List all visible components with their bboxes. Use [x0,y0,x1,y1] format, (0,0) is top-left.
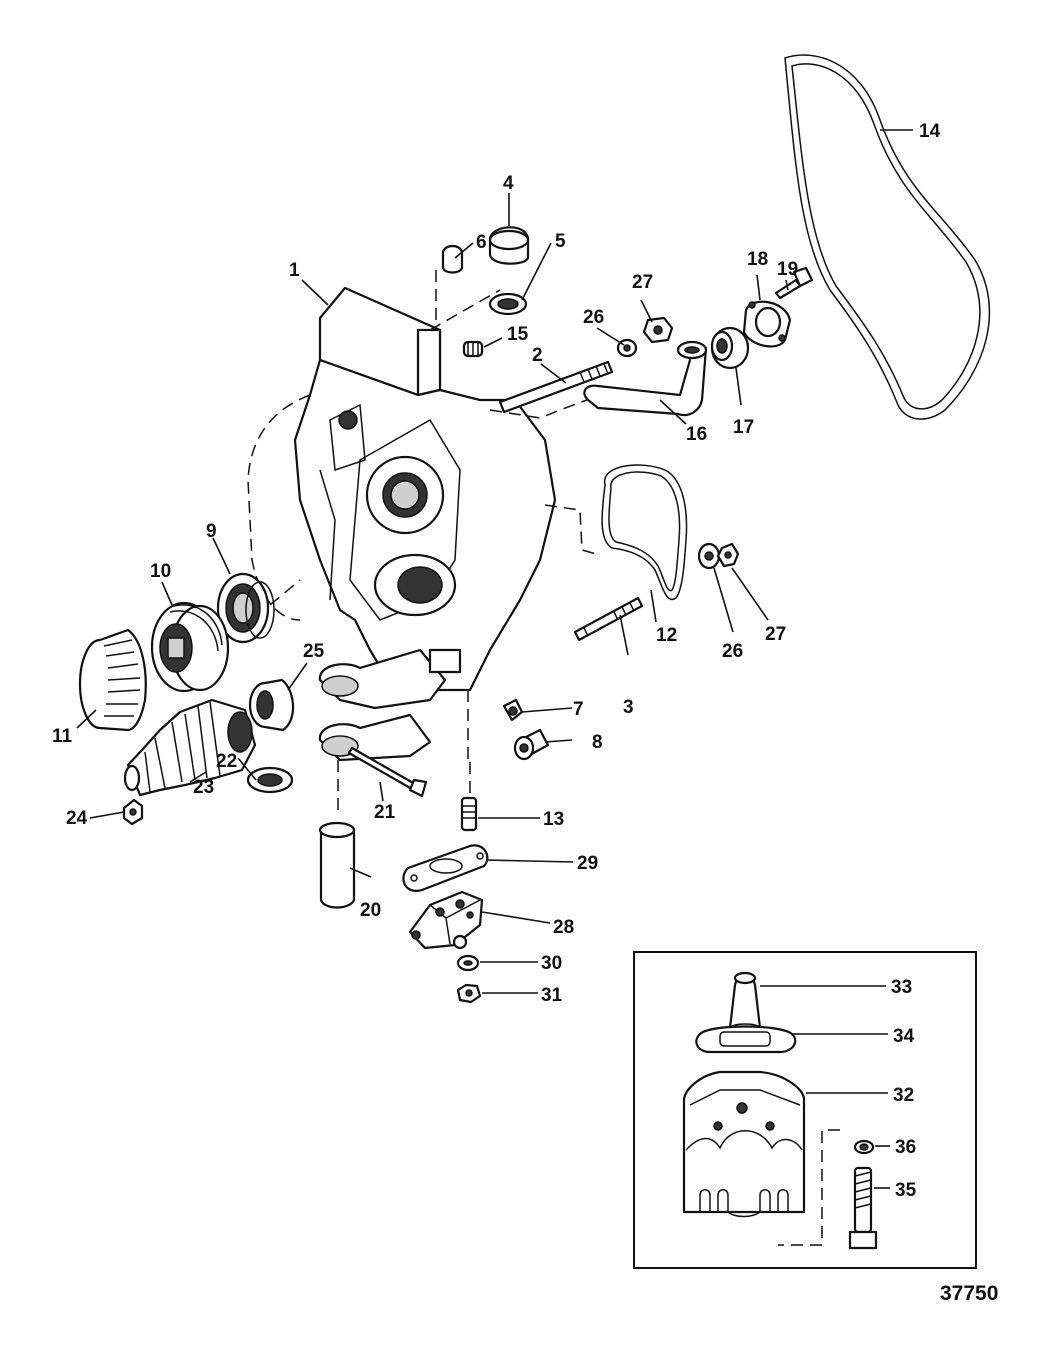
callout-28: 28 [553,917,574,938]
part-30-washer [456,954,480,972]
callout-labels: 1 2 3 4 5 6 7 8 9 10 11 12 13 14 15 16 1… [52,121,998,1305]
part-13-stud [460,796,478,832]
part-23-bellows [123,698,257,797]
callout-36: 36 [895,1137,916,1158]
part-36-washer [853,1139,875,1155]
guide-line [544,504,601,556]
inset-frame [633,951,977,1269]
callout-24: 24 [66,808,88,829]
part-15-screw [462,340,484,358]
part-24-nut [122,798,144,826]
callout-26-upper: 26 [583,307,604,328]
callout-8: 8 [592,732,603,753]
part-35-bolt [848,1166,878,1250]
callout-22: 22 [216,751,237,772]
part-1-housing [247,286,557,762]
callout-2: 2 [532,345,543,366]
part-26-washer-lower [697,542,721,570]
callout-10: 10 [150,561,171,582]
leader-lines [76,129,913,1189]
part-26-washer-upper [616,338,638,358]
callout-18: 18 [747,249,768,270]
part-7-fitting [502,698,524,722]
part-20-pin [318,821,356,909]
callout-27-upper: 27 [632,272,653,293]
part-27-nut-upper [642,316,674,344]
callout-7: 7 [573,699,584,720]
part-33-plug [728,971,762,1033]
guide-line [489,394,601,419]
part-12-gasket [601,464,688,601]
callout-33: 33 [891,977,912,998]
part-32-anode [682,1070,806,1218]
callout-11: 11 [52,726,73,747]
callout-16: 16 [686,424,707,445]
callout-5: 5 [555,231,566,252]
callout-12: 12 [656,625,677,646]
callout-32: 32 [893,1085,914,1106]
part-9-bearing [216,572,275,644]
part-10-bearing [150,601,230,693]
part-14-gasket [784,54,991,420]
callout-25: 25 [303,641,325,662]
guide-line [429,289,501,331]
callout-21: 21 [374,802,396,823]
part-3-stud [573,596,644,642]
part-16-tube [583,340,708,417]
part-21-pin [347,746,428,798]
part-4-cap [488,226,530,265]
figure-number: 37750 [940,1282,998,1305]
part-29-gasket [402,844,489,892]
callout-34: 34 [893,1026,915,1047]
callout-27-lower: 27 [765,624,786,645]
callout-35: 35 [895,1180,917,1201]
part-34-gasket [695,1025,797,1054]
callout-4: 4 [503,173,514,194]
part-5-seal [488,292,528,316]
callout-29: 29 [577,853,598,874]
part-2-stud [498,360,614,414]
guide-line [778,1129,840,1246]
part-25-ring [248,678,295,732]
callout-15: 15 [507,324,529,345]
part-28-mount [408,890,484,950]
part-6-plug [441,244,464,274]
part-27-nut-lower [716,542,740,568]
part-18-flange [742,300,792,348]
callout-1: 1 [289,260,300,281]
callout-6: 6 [476,232,487,253]
guide-line [269,579,301,606]
part-11-ring [78,628,147,732]
callout-31: 31 [541,985,563,1006]
callout-14: 14 [919,121,941,142]
callout-13: 13 [543,809,564,830]
part-17-grommet [710,326,750,370]
part-22-washer [246,766,294,794]
callout-30: 30 [541,953,562,974]
callout-19: 19 [777,259,798,280]
callout-3: 3 [623,697,634,718]
part-8-fitting [513,728,550,761]
callout-23: 23 [193,777,214,798]
callout-9: 9 [206,521,217,542]
callout-17: 17 [733,417,754,438]
part-19-bolt [774,266,814,300]
callout-20: 20 [360,900,381,921]
callout-26-lower: 26 [722,641,743,662]
part-31-nut [456,983,482,1004]
